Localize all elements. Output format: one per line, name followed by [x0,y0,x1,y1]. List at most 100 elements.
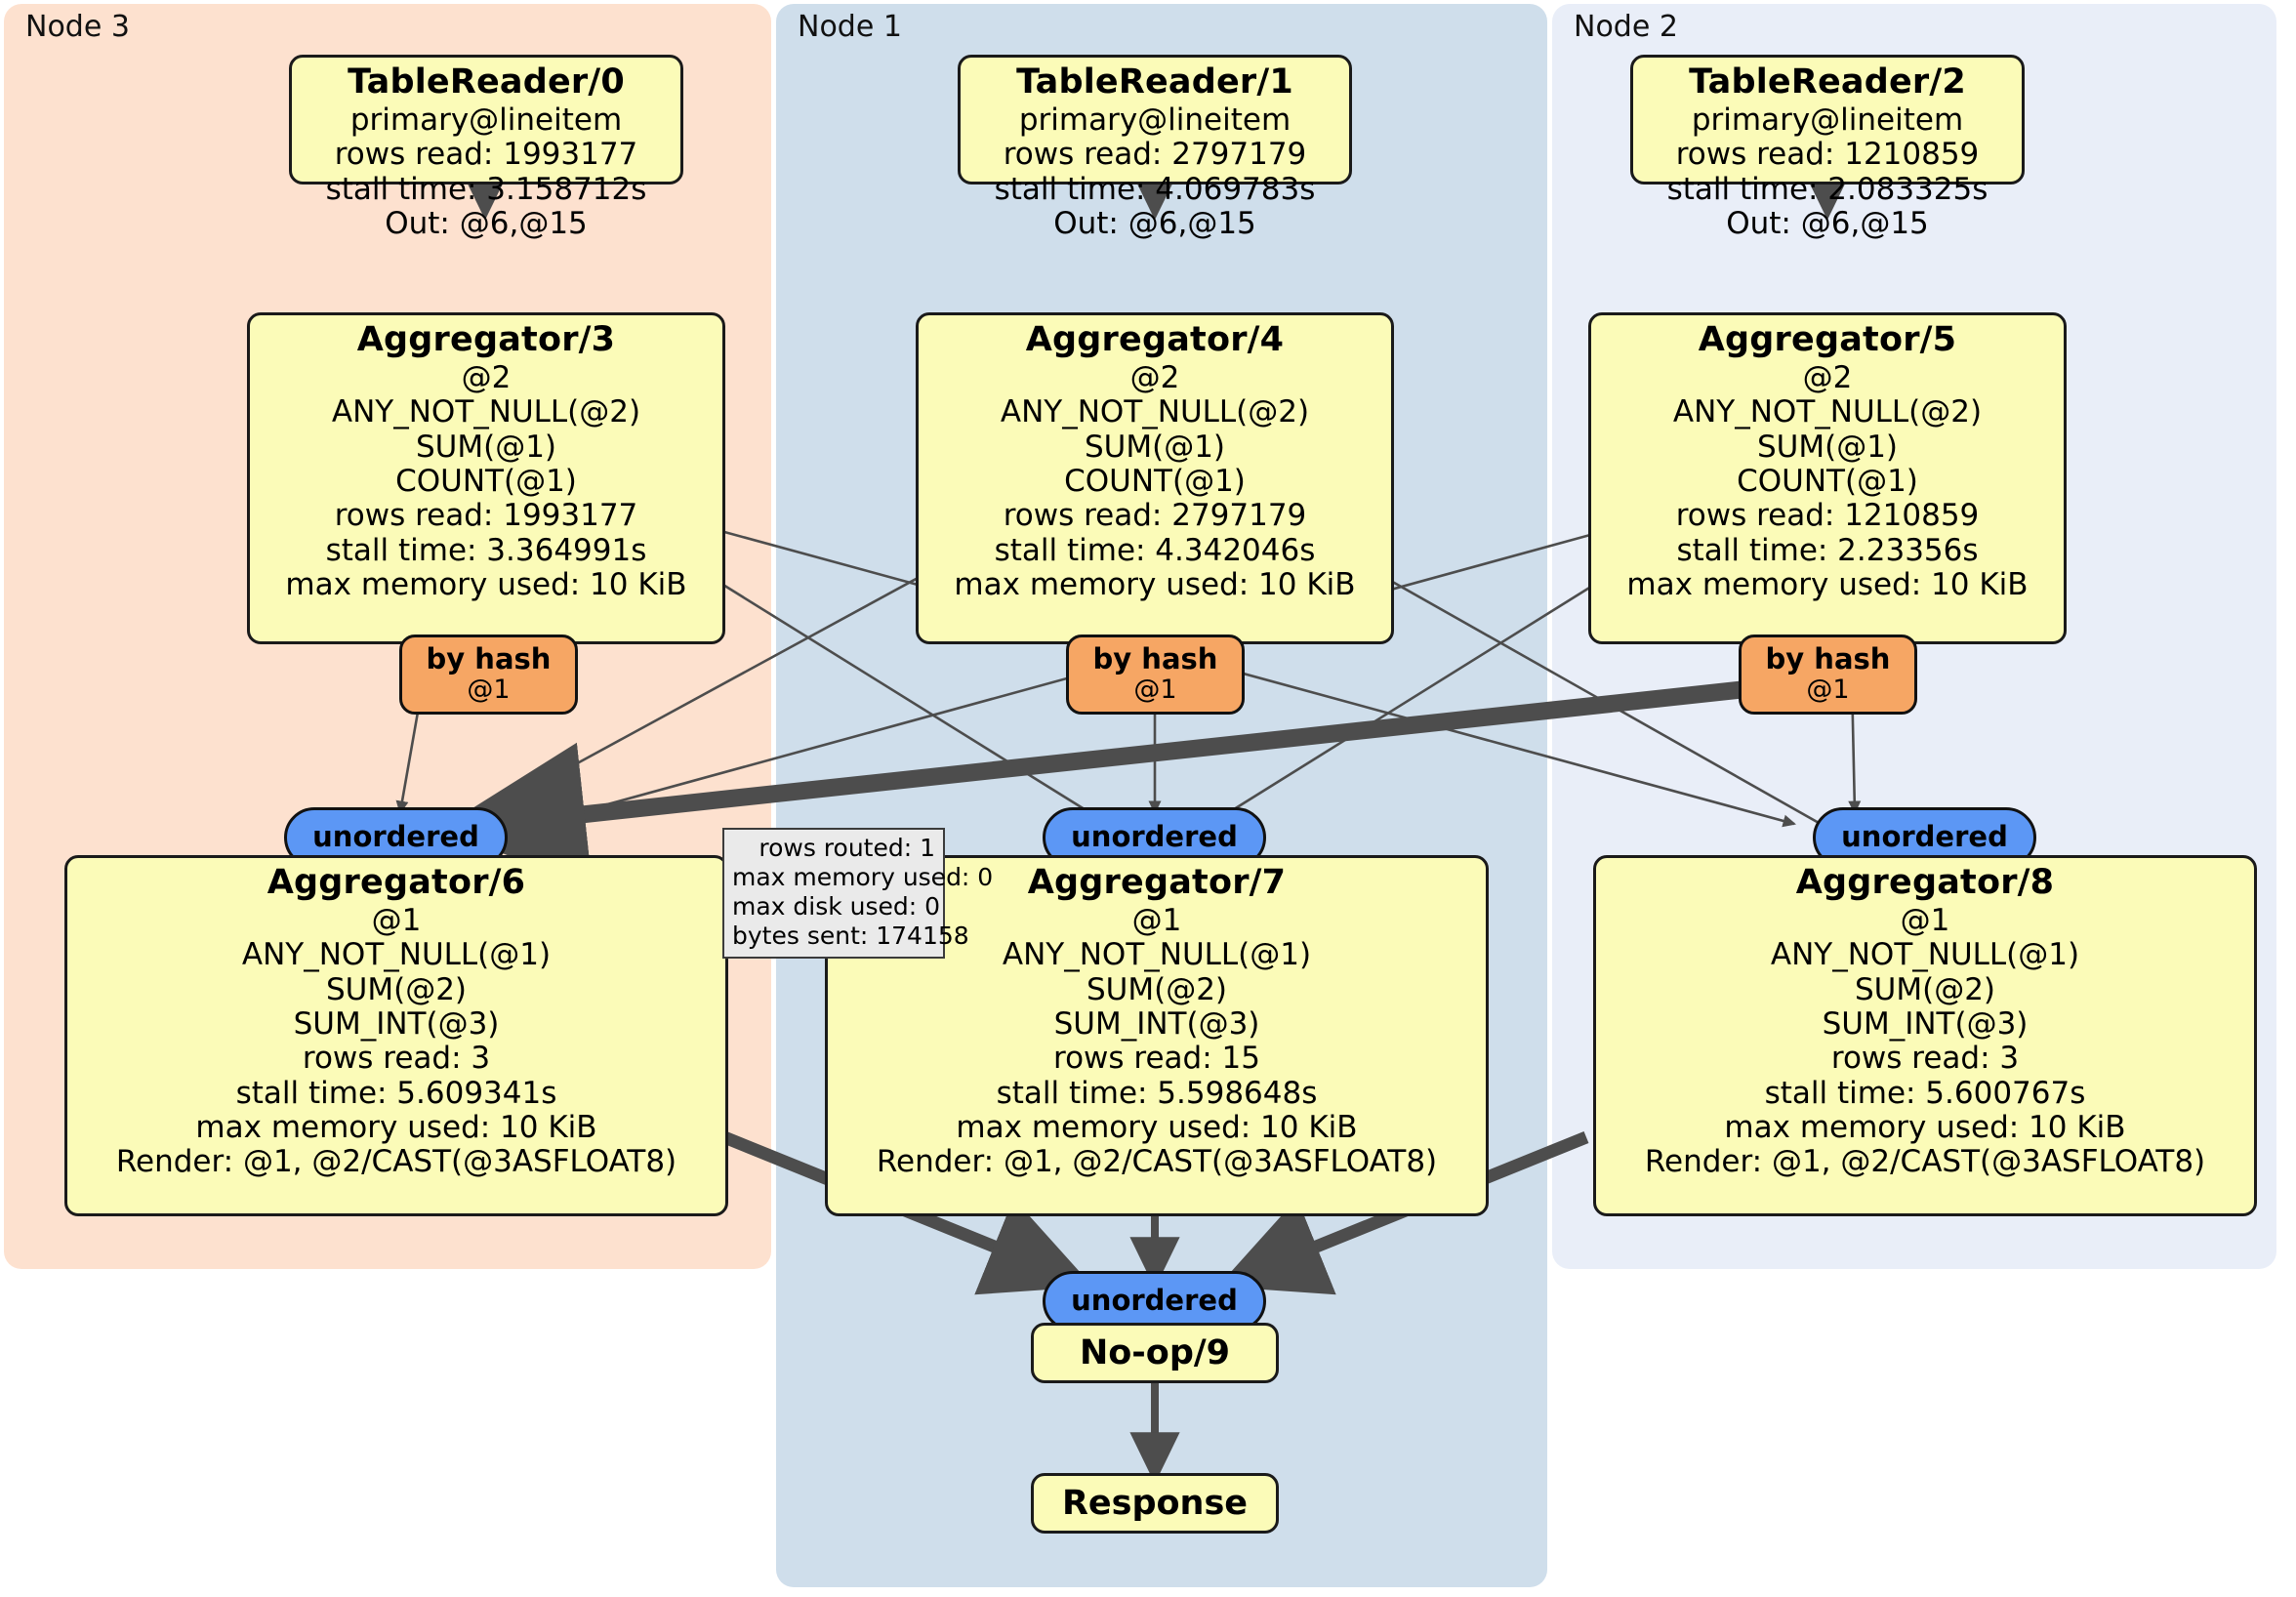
operator-detail: max memory used: 10 KiB [956,1109,1358,1145]
operator-title: TableReader/0 [348,62,625,102]
operator-detail: rows read: 1210859 [1675,137,1980,173]
operator-detail: ANY_NOT_NULL(@2) [1000,394,1310,430]
operator-detail: ANY_NOT_NULL(@1) [1002,937,1312,973]
operator-detail: rows read: 2797179 [1003,137,1307,173]
stats-line: max disk used: 0 [732,892,941,921]
operator-detail: stall time: 3.364991s [325,532,647,568]
operator-detail: SUM_INT(@3) [293,1005,500,1042]
operator-no-op-9[interactable]: No-op/9 [1031,1323,1279,1383]
operator-response[interactable]: Response [1031,1473,1279,1534]
operator-detail: rows read: 2797179 [1003,498,1307,534]
operator-detail: Render: @1, @2/CAST(@3ASFLOAT8) [115,1144,677,1180]
router-label: unordered [1071,1284,1238,1318]
router-column: @1 [467,675,511,706]
operator-detail: ANY_NOT_NULL(@1) [241,937,552,973]
router-label: unordered [1071,820,1238,854]
operator-title: No-op/9 [1079,1333,1231,1372]
operator-detail: max memory used: 10 KiB [1626,566,2029,602]
operator-detail: SUM(@1) [415,429,557,465]
operator-detail: @1 [1131,902,1182,938]
operator-detail: SUM(@2) [1854,971,1996,1007]
operator-aggregator-8[interactable]: Aggregator/8 @1 ANY_NOT_NULL(@1) SUM(@2)… [1593,855,2257,1216]
operator-table-reader-0[interactable]: TableReader/0 primary@lineitem rows read… [289,55,683,241]
operator-detail: @2 [1802,359,1853,395]
operator-detail: stall time: 4.069783s [994,171,1316,207]
operator-title: Aggregator/6 [266,863,526,902]
operator-title: Aggregator/3 [356,320,616,359]
operator-detail: COUNT(@1) [1737,463,1918,499]
operator-title: Aggregator/5 [1698,320,1957,359]
operator-detail: @2 [461,359,512,395]
router-by-hash-left[interactable]: by hash @1 [399,635,578,715]
operator-aggregator-4[interactable]: Aggregator/4 @2 ANY_NOT_NULL(@2) SUM(@1)… [916,312,1394,644]
operator-title: Aggregator/8 [1795,863,2055,902]
operator-detail: Out: @6,@15 [1053,205,1256,241]
operator-detail: max memory used: 10 KiB [195,1109,597,1145]
cluster-label-node-1: Node 1 [798,10,902,44]
operator-detail: COUNT(@1) [1064,463,1246,499]
operator-detail: Out: @6,@15 [1726,205,1929,241]
router-label: by hash [426,642,552,676]
operator-detail: rows read: 3 [1830,1041,2020,1077]
operator-aggregator-6[interactable]: Aggregator/6 @1 ANY_NOT_NULL(@1) SUM(@2)… [64,855,728,1216]
stats-line: max memory used: 0 [732,863,994,891]
operator-detail: rows read: 1210859 [1675,498,1980,534]
operator-aggregator-5[interactable]: Aggregator/5 @2 ANY_NOT_NULL(@2) SUM(@1)… [1588,312,2067,644]
operator-detail: Out: @6,@15 [385,205,588,241]
router-label: unordered [1841,820,2008,854]
stats-line: rows routed: 1 [758,834,935,862]
operator-aggregator-7[interactable]: Aggregator/7 @1 ANY_NOT_NULL(@1) SUM(@2)… [825,855,1489,1216]
router-label: by hash [1765,642,1891,676]
operator-detail: rows read: 1993177 [334,137,638,173]
operator-detail: SUM(@1) [1756,429,1899,465]
stream-stats-tooltip: rows routed: 1 max memory used: 0 max di… [722,828,994,959]
operator-detail: primary@lineitem [349,102,623,138]
operator-detail: ANY_NOT_NULL(@2) [331,394,641,430]
operator-detail: stall time: 3.158712s [325,171,647,207]
operator-detail: stall time: 5.600767s [1764,1075,2086,1111]
operator-detail: COUNT(@1) [395,463,577,499]
operator-detail: stall time: 2.083325s [1666,171,1988,207]
operator-detail: @1 [371,902,422,938]
operator-title: Aggregator/7 [1027,863,1287,902]
operator-detail: primary@lineitem [1691,102,1964,138]
operator-title: Aggregator/4 [1025,320,1285,359]
operator-detail: @1 [1900,902,1950,938]
operator-detail: SUM(@1) [1084,429,1226,465]
router-label: unordered [312,820,479,854]
router-column: @1 [1806,675,1850,706]
operator-title: Response [1061,1484,1249,1523]
operator-detail: SUM(@2) [1086,971,1228,1007]
operator-detail: max memory used: 10 KiB [285,566,687,602]
operator-detail: max memory used: 10 KiB [1724,1109,2126,1145]
operator-table-reader-2[interactable]: TableReader/2 primary@lineitem rows read… [1630,55,2025,241]
cluster-label-node-2: Node 2 [1574,10,1678,44]
operator-detail: Render: @1, @2/CAST(@3ASFLOAT8) [876,1144,1438,1180]
router-by-hash-right[interactable]: by hash @1 [1739,635,1917,715]
operator-detail: SUM(@2) [325,971,468,1007]
cluster-label-node-3: Node 3 [25,10,130,44]
operator-detail: ANY_NOT_NULL(@2) [1672,394,1983,430]
operator-detail: stall time: 4.342046s [994,532,1316,568]
operator-detail: @2 [1129,359,1180,395]
operator-title: TableReader/2 [1689,62,1966,102]
operator-detail: rows read: 1993177 [334,498,638,534]
operator-aggregator-3[interactable]: Aggregator/3 @2 ANY_NOT_NULL(@2) SUM(@1)… [247,312,725,644]
operator-detail: stall time: 5.609341s [235,1075,557,1111]
operator-table-reader-1[interactable]: TableReader/1 primary@lineitem rows read… [958,55,1352,241]
operator-detail: max memory used: 10 KiB [954,566,1356,602]
operator-detail: SUM_INT(@3) [1822,1005,2029,1042]
operator-title: TableReader/1 [1016,62,1293,102]
operator-detail: ANY_NOT_NULL(@1) [1770,937,2080,973]
operator-detail: primary@lineitem [1018,102,1292,138]
operator-detail: Render: @1, @2/CAST(@3ASFLOAT8) [1644,1144,2206,1180]
router-label: by hash [1092,642,1218,676]
router-by-hash-center[interactable]: by hash @1 [1066,635,1245,715]
router-column: @1 [1133,675,1177,706]
operator-detail: stall time: 2.23356s [1676,532,1979,568]
operator-detail: SUM_INT(@3) [1053,1005,1260,1042]
operator-detail: rows read: 15 [1053,1041,1260,1077]
operator-detail: stall time: 5.598648s [996,1075,1318,1111]
operator-detail: rows read: 3 [302,1041,491,1077]
